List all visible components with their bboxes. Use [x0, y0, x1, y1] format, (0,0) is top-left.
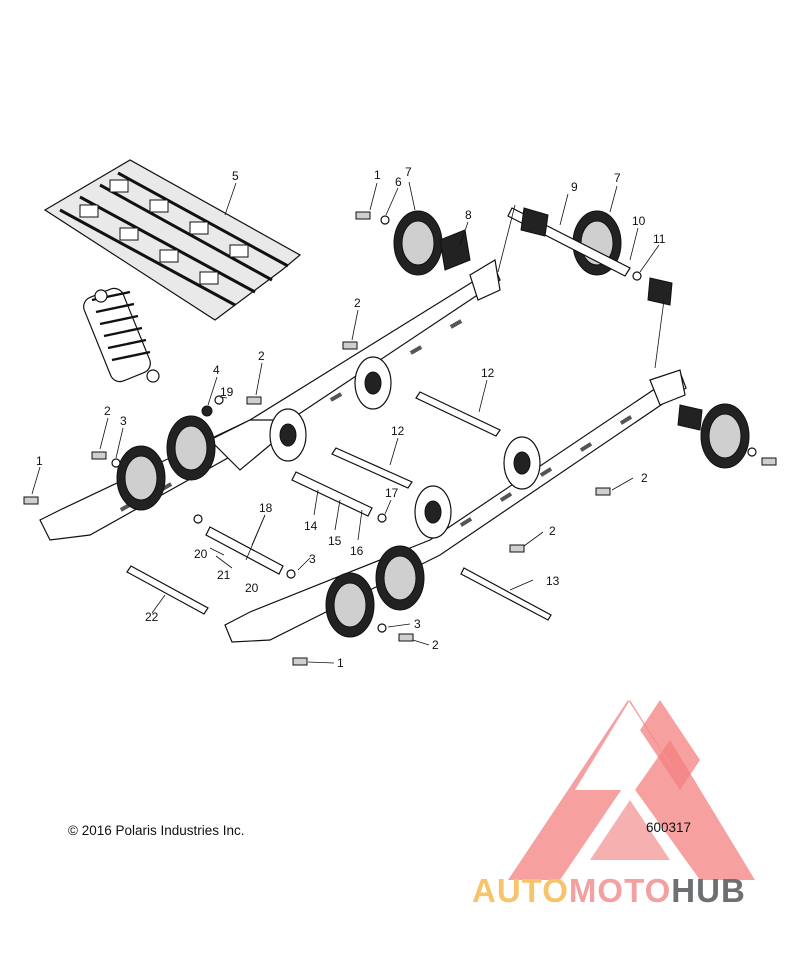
callout-1-b: 1 — [36, 454, 43, 468]
shafts — [126, 207, 703, 621]
callout-3-c: 3 — [414, 617, 421, 631]
callout-7-b: 7 — [614, 171, 621, 185]
callout-21: 21 — [217, 568, 231, 582]
callout-5: 5 — [232, 169, 239, 183]
callout-15: 15 — [328, 534, 342, 548]
callout-18: 18 — [259, 501, 273, 515]
callout-17: 17 — [385, 486, 399, 500]
brand-part-2: MOTO — [568, 872, 672, 909]
brand-part-3: HUB — [671, 872, 746, 909]
callout-20-a: 20 — [194, 547, 208, 561]
callout-19: 19 — [220, 385, 234, 399]
callout-12-b: 12 — [391, 424, 405, 438]
track-part — [43, 159, 302, 321]
callout-8: 8 — [465, 208, 472, 222]
fasteners — [23, 211, 777, 666]
callout-2-a: 2 — [354, 296, 361, 310]
callout-12-a: 12 — [481, 366, 495, 380]
callout-11: 11 — [653, 232, 666, 246]
callout-2-b: 2 — [258, 349, 265, 363]
shock-absorber-part — [83, 287, 160, 383]
callout-10: 10 — [632, 214, 646, 228]
callout-3-b: 3 — [309, 552, 316, 566]
brand-part-1: AUTO — [472, 872, 569, 909]
callout-22: 22 — [145, 610, 159, 624]
callout-2-f: 2 — [549, 524, 556, 538]
callout-6: 6 — [395, 175, 402, 189]
rail-lower — [224, 369, 687, 643]
callout-20-b: 20 — [245, 581, 259, 595]
callout-9: 9 — [571, 180, 578, 194]
callout-2-e: 2 — [432, 638, 439, 652]
callout-14: 14 — [304, 519, 318, 533]
callout-1-a: 1 — [374, 168, 381, 182]
watermark-brand: AUTOMOTOHUB — [472, 872, 746, 910]
watermark-logo — [508, 700, 755, 880]
leader-lines — [31, 181, 665, 664]
copyright-notice: © 2016 Polaris Industries Inc. — [68, 823, 245, 838]
callout-13: 13 — [546, 574, 560, 588]
diagram-code: 600317 — [646, 820, 692, 835]
callout-3-a: 3 — [120, 414, 127, 428]
wheel-set — [116, 210, 750, 638]
callout-16: 16 — [350, 544, 364, 558]
callout-labels: 1 6 7 5 9 7 8 10 11 2 2 12 4 19 2 3 12 1… — [36, 165, 666, 670]
callout-2-c: 2 — [104, 404, 111, 418]
callout-7-a: 7 — [405, 165, 412, 179]
callout-2-d: 2 — [641, 471, 648, 485]
callout-1-c: 1 — [337, 656, 344, 670]
callout-4: 4 — [213, 363, 220, 377]
